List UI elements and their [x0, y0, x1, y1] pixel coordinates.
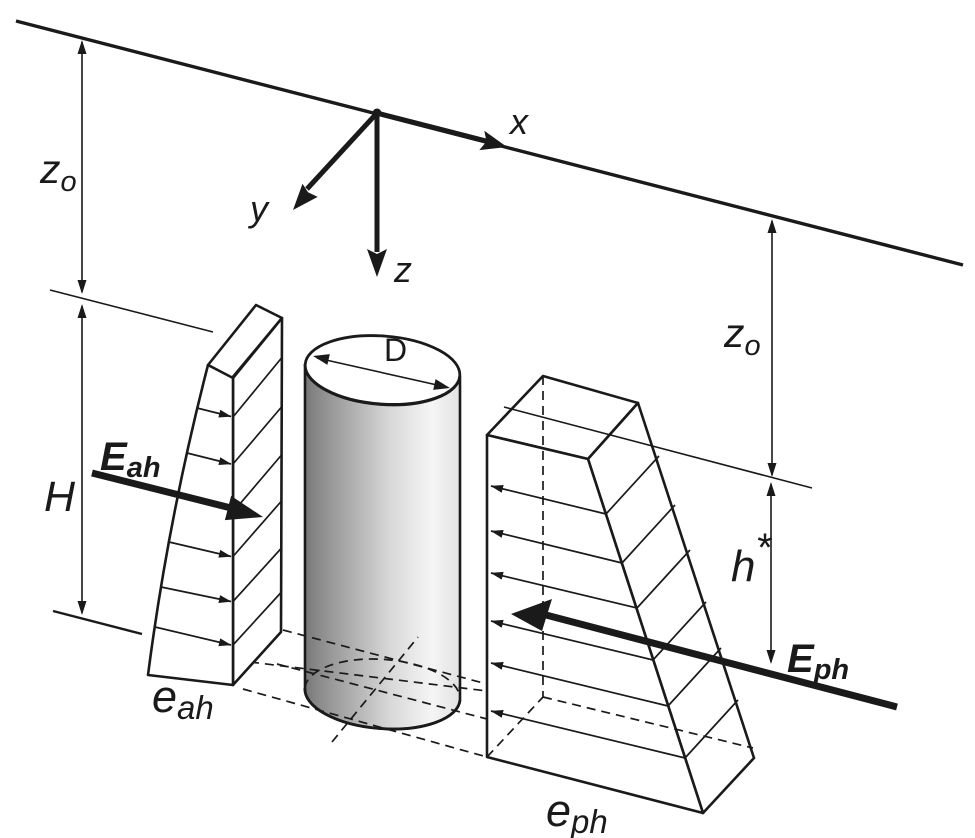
z-axis-arrowhead-icon — [367, 249, 387, 277]
dimension-H: H — [44, 289, 214, 636]
hidden-bottom-left-edge-dashed — [486, 696, 544, 758]
hidden-bottom-back-edge-dashed — [542, 696, 754, 749]
slant-hatch-line — [605, 455, 660, 515]
base-axis-shallow-dashed — [249, 661, 488, 692]
active-wedge-front-face — [146, 363, 235, 687]
pressure-arrow-icon — [490, 619, 654, 661]
base-axis-x-dashed — [276, 663, 488, 720]
active-pressure-hatch-lines — [154, 357, 283, 647]
slant-hatch-line — [652, 601, 707, 661]
label-diameter: D — [384, 332, 407, 368]
cylinder-base-front-arc — [303, 687, 462, 731]
dimension-z0-left: zo — [39, 40, 87, 294]
passive-wedge-hidden-edges — [486, 376, 754, 758]
side-hatch-line — [232, 406, 283, 465]
side-hatch-line — [232, 500, 283, 558]
dimension-h-star: h* — [503, 406, 813, 664]
dim-arrowhead-icon — [766, 482, 776, 496]
mid-reference-line — [503, 406, 813, 489]
diameter-right-arrowhead-icon — [433, 379, 450, 390]
y-axis-arrowhead-icon — [293, 183, 318, 210]
dim-arrowhead-icon — [77, 40, 87, 54]
active-force-arrow — [91, 469, 263, 521]
active-force-arrowhead-icon — [224, 495, 263, 521]
x-axis-line — [376, 110, 491, 145]
passive-pressure-wedge: Eph eph — [485, 374, 898, 838]
active-wedge-side-face — [231, 316, 284, 687]
dimension-diameter: D — [313, 332, 450, 390]
side-hatch-line — [232, 547, 283, 603]
dim-arrowhead-icon — [766, 650, 776, 664]
slant-hatch-line — [636, 549, 691, 609]
dim-arrowhead-icon — [77, 304, 87, 318]
passive-force-arrowhead-icon — [511, 599, 552, 631]
dim-arrowhead-icon — [767, 219, 777, 233]
pressure-arrow-icon — [490, 484, 607, 515]
label-wall-height: H — [44, 473, 76, 521]
dim-arrowhead-icon — [77, 601, 87, 615]
label-passive-pressure: eph — [546, 785, 608, 838]
base-front-edge-dashed — [242, 688, 488, 758]
pressure-arrow-icon — [196, 407, 232, 418]
side-hatch-line — [232, 357, 283, 418]
pressure-arrow-icon — [490, 661, 669, 707]
label-axis-y: y — [247, 188, 270, 229]
pressure-arrow-icon — [490, 529, 623, 564]
slant-hatch-line — [684, 699, 739, 759]
passive-force-arrow — [511, 599, 898, 711]
active-pressure-wedge: Eah eah — [91, 303, 284, 726]
pile-cylinder: D — [303, 332, 462, 731]
label-axis-z: z — [393, 249, 412, 290]
pressure-arrow-icon — [490, 709, 686, 759]
side-hatch-line — [232, 591, 283, 646]
label-active-pressure: eah — [152, 671, 214, 726]
label-depth-left: zo — [39, 146, 77, 198]
pressure-arrow-icon — [154, 626, 232, 647]
pressure-arrow-icon — [168, 541, 232, 558]
y-axis-line — [305, 111, 379, 191]
dim-arrowhead-icon — [77, 280, 87, 294]
diameter-left-arrowhead-icon — [313, 354, 330, 365]
label-embedment: h* — [731, 526, 772, 591]
dim-arrowhead-icon — [767, 463, 777, 477]
passive-wedge-front-face — [485, 433, 705, 815]
cylinder-top-face — [303, 334, 462, 406]
label-active-force: Eah — [100, 435, 161, 484]
diameter-arrow-line — [316, 357, 447, 388]
passive-force-shaft — [545, 611, 898, 711]
label-depth-right: zo — [723, 310, 761, 362]
pressure-arrow-icon — [186, 452, 232, 465]
slant-hatch-line — [621, 504, 676, 564]
cylinder-body — [303, 363, 462, 731]
x-axis-arrowhead-icon — [479, 130, 507, 151]
origin-point — [372, 108, 382, 118]
base-back-edge-dashed — [282, 629, 488, 685]
active-force-shaft — [91, 469, 234, 512]
pressure-arrow-icon — [160, 586, 232, 603]
base-plane-construction-lines — [242, 629, 488, 758]
label-axis-x: x — [508, 101, 530, 142]
pressure-arrow-icon — [490, 571, 638, 609]
base-axis-y-dashed — [331, 636, 419, 743]
coordinate-axes: x y z — [247, 101, 530, 290]
dimension-z0-right: zo — [723, 219, 777, 477]
lower-tick-line — [52, 609, 143, 636]
upper-reference-line — [49, 289, 214, 333]
label-passive-force: Eph — [787, 637, 849, 686]
side-hatch-line — [232, 454, 283, 513]
